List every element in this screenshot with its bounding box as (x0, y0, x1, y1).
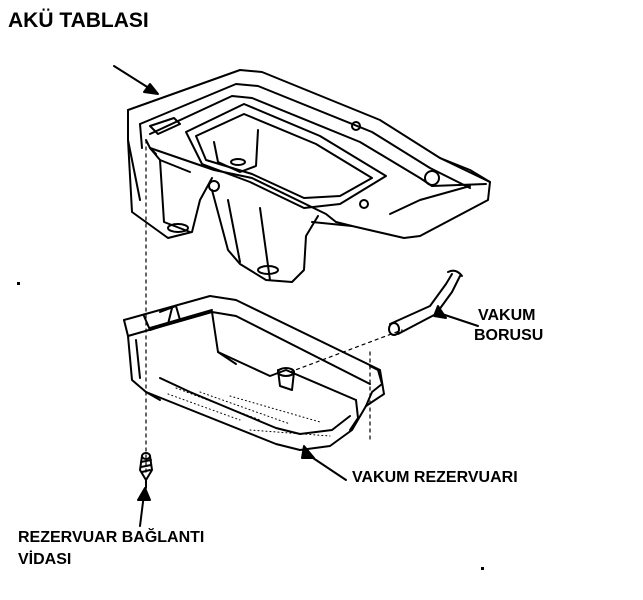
vacuum-reservoir-label: VAKUM REZERVUARI (352, 469, 518, 486)
reservoir-screw-arrow (137, 487, 151, 527)
vacuum-tube (388, 269, 463, 336)
vacuum-tube-arrow (433, 305, 479, 327)
vacuum-tube-label-line2: BORUSU (474, 327, 544, 344)
reservoir-screw-label-line2: VİDASI (18, 551, 72, 568)
vacuum-reservoir-arrow (301, 445, 347, 481)
stray-dot-bottom (481, 567, 484, 570)
reservoir-screw-label-line1: REZERVUAR BAĞLANTI (18, 529, 205, 546)
diagram-title: AKÜ TABLASI (8, 9, 149, 32)
battery-tray (127, 69, 491, 283)
stray-dot-left (17, 282, 20, 285)
vacuum-tube-label-line1: VAKUM (478, 307, 536, 324)
reservoir-screw (139, 452, 153, 489)
tray-pointer-arrow (113, 65, 159, 95)
vacuum-reservoir (123, 295, 385, 451)
